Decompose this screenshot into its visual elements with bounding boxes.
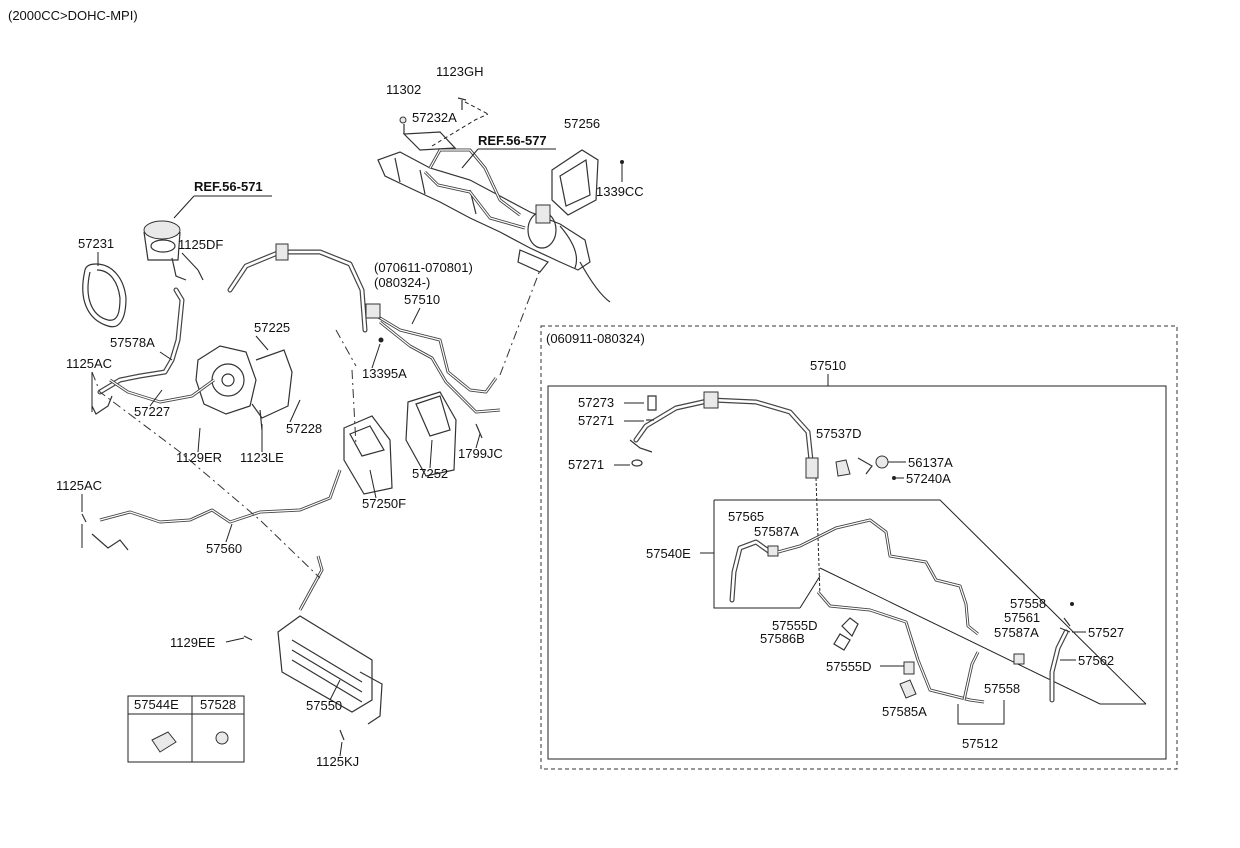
detail-label-57555d-lower: 57555D <box>826 659 872 674</box>
power-steering-pump-57225 <box>195 345 293 431</box>
label-57231: 57231 <box>78 236 114 251</box>
heat-shield-57250f <box>343 415 393 495</box>
label-57250f: 57250F <box>362 496 406 511</box>
label-1125df: 1125DF <box>178 237 223 252</box>
clamp-57555d-upper-icon <box>841 617 859 638</box>
detail-label-57271-lower: 57271 <box>568 457 604 472</box>
bolt-1339cc-icon <box>620 160 624 164</box>
clip-57561-icon <box>1063 617 1071 627</box>
steering-gear-box <box>377 148 611 303</box>
detail-label-57585a: 57585A <box>882 704 927 719</box>
nut-56137a-icon <box>875 455 889 469</box>
detail-label-57565: 57565 <box>728 509 764 524</box>
seal-57271-lower-icon <box>631 459 643 467</box>
legend-header-57528: 57528 <box>200 697 236 712</box>
detail-label-57537d: 57537D <box>816 426 862 441</box>
label-date-070611-070801: (070611-070801) <box>374 260 473 275</box>
label-57256: 57256 <box>564 116 600 131</box>
label-1129ee: 1129EE <box>170 635 216 650</box>
detail-label-57555d-upper: 57555D <box>772 618 818 633</box>
oil-cooler-57550 <box>277 555 383 725</box>
label-57560: 57560 <box>206 541 242 556</box>
bolt-57240a-icon <box>892 476 896 480</box>
label-1339cc: 1339CC <box>596 184 644 199</box>
hose-fitting <box>365 303 381 319</box>
detail-label-57562: 57562 <box>1078 653 1114 668</box>
detail-label-57527: 57527 <box>1088 625 1124 640</box>
label-1129er: 1129ER <box>176 450 222 465</box>
ref-56-571: REF.56-571 <box>194 179 263 194</box>
legend-header-57544e: 57544E <box>134 697 179 712</box>
detail-label-56137a: 56137A <box>908 455 953 470</box>
detail-label-57586b: 57586B <box>760 631 805 646</box>
bolt-13395a-icon <box>378 337 384 343</box>
label-1125ac-mid: 1125AC <box>56 478 102 493</box>
bolt-1125ac-lower-icon <box>81 513 87 523</box>
clip-1799jc-icon <box>475 423 483 439</box>
bolt-1125df-icon <box>197 269 204 281</box>
detail-label-57273: 57273 <box>578 395 614 410</box>
detail-hose-sleeve <box>703 391 719 409</box>
nut-icon <box>215 731 229 745</box>
label-57510-upper: 57510 <box>404 292 440 307</box>
detail-label-57587a-lower: 57587A <box>994 625 1039 640</box>
diagram-title: (2000CC>DOHC-MPI) <box>8 8 138 23</box>
grommet-57537d-icon <box>835 459 851 477</box>
bolt-1129ee-icon <box>243 635 253 641</box>
bracket-icon <box>857 457 873 475</box>
detail-label-57512: 57512 <box>962 736 998 751</box>
legend-table: 57544E 57528 <box>127 695 245 763</box>
clip-57585a-icon <box>899 679 917 699</box>
label-57252: 57252 <box>412 466 448 481</box>
label-date-080324: (080324-) <box>374 275 430 290</box>
detail-label-57510: 57510 <box>810 358 846 373</box>
mounting-bracket-57256 <box>551 149 599 216</box>
clamp-57587a-lower-icon <box>1013 653 1025 665</box>
label-1125kj: 1125KJ <box>316 754 359 769</box>
clip-57558-upper-icon <box>1070 602 1074 606</box>
label-13395a: 13395A <box>362 366 407 381</box>
label-57578a: 57578A <box>110 335 155 350</box>
clamp-57527-icon <box>1059 627 1071 633</box>
bolt-1125kj-icon <box>339 729 345 741</box>
label-1123le: 1123LE <box>240 450 284 465</box>
ref-56-577: REF.56-577 <box>478 133 547 148</box>
clip-57586b-icon <box>833 633 851 651</box>
grommet-icon <box>151 731 177 753</box>
label-11302: 11302 <box>386 82 421 97</box>
label-57225: 57225 <box>254 320 290 335</box>
bolt-1123gh-icon <box>457 97 467 110</box>
label-57232a: 57232A <box>412 110 457 125</box>
reservoir-57231-assembly <box>143 220 187 281</box>
bracket-57232a <box>402 124 457 151</box>
detail-period: (060911-080324) <box>546 331 645 346</box>
label-1799jc: 1799JC <box>458 446 503 461</box>
heat-shield-57252 <box>405 391 457 477</box>
detail-label-57540e: 57540E <box>646 546 691 561</box>
detail-label-57558-upper: 57558 <box>1010 596 1046 611</box>
label-57228: 57228 <box>286 421 322 436</box>
detail-label-57561: 57561 <box>1004 610 1040 625</box>
bolt-11302-icon <box>399 116 407 124</box>
clamp-57555d-lower-icon <box>903 661 915 675</box>
detail-label-57558-lower: 57558 <box>984 681 1020 696</box>
label-57550: 57550 <box>306 698 342 713</box>
drive-belt <box>82 263 127 328</box>
detail-box: (060911-080324) 57510 <box>540 325 1178 770</box>
detail-label-57271-upper: 57271 <box>578 413 614 428</box>
hose-sleeve <box>275 243 289 261</box>
detail-label-57587a-upper: 57587A <box>754 524 799 539</box>
clamp-57587a-upper-icon <box>767 545 779 557</box>
fitting-57273-icon <box>647 395 657 411</box>
label-1125ac-upper: 1125AC <box>66 356 112 371</box>
label-57227: 57227 <box>134 404 170 419</box>
label-1123gh: 1123GH <box>436 64 483 79</box>
detail-label-57240a: 57240A <box>906 471 951 486</box>
detail-hose-fitting <box>805 457 819 479</box>
